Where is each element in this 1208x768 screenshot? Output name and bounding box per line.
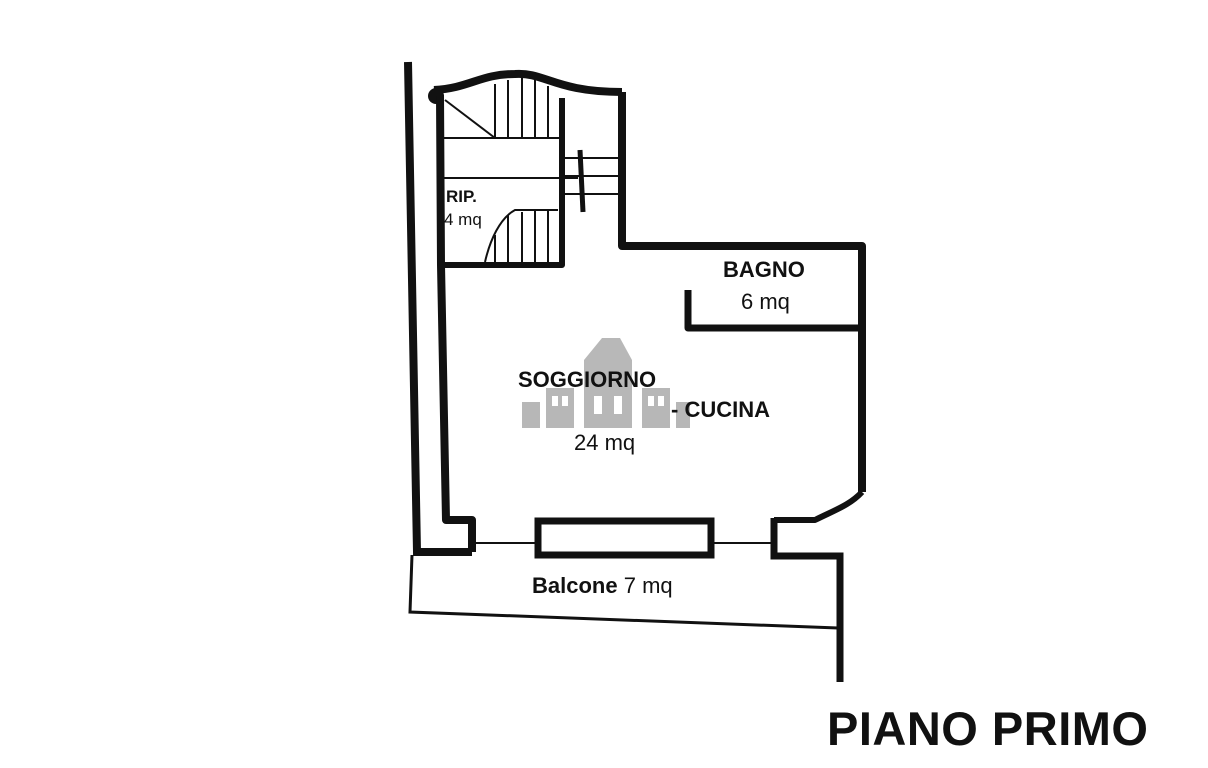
exterior-wall-left <box>404 61 472 556</box>
ripostiglio-label: RIP. <box>446 187 477 206</box>
ripostiglio-area: 4 mq <box>444 210 482 229</box>
cucina-label: - CUCINA <box>671 397 770 422</box>
balcone-area: 7 mq <box>623 573 673 598</box>
bagno-label: BAGNO <box>723 257 805 282</box>
floor-title: PIANO PRIMO <box>827 702 1149 755</box>
bagno-area: 6 mq <box>741 289 790 314</box>
staircase-upper <box>444 78 549 139</box>
balcony-outline <box>408 542 839 630</box>
apartment-walls <box>428 69 866 552</box>
balcone-label: Balcone <box>532 573 618 598</box>
staircase-lower <box>484 209 558 263</box>
soggiorno-label: SOGGIORNO <box>518 367 657 392</box>
balcone-label-row: Balcone 7 mq <box>532 575 673 597</box>
soggiorno-area: 24 mq <box>574 430 636 455</box>
exterior-wall-right <box>770 518 844 682</box>
building-watermark-icon <box>522 338 690 428</box>
window-frame <box>534 517 715 559</box>
